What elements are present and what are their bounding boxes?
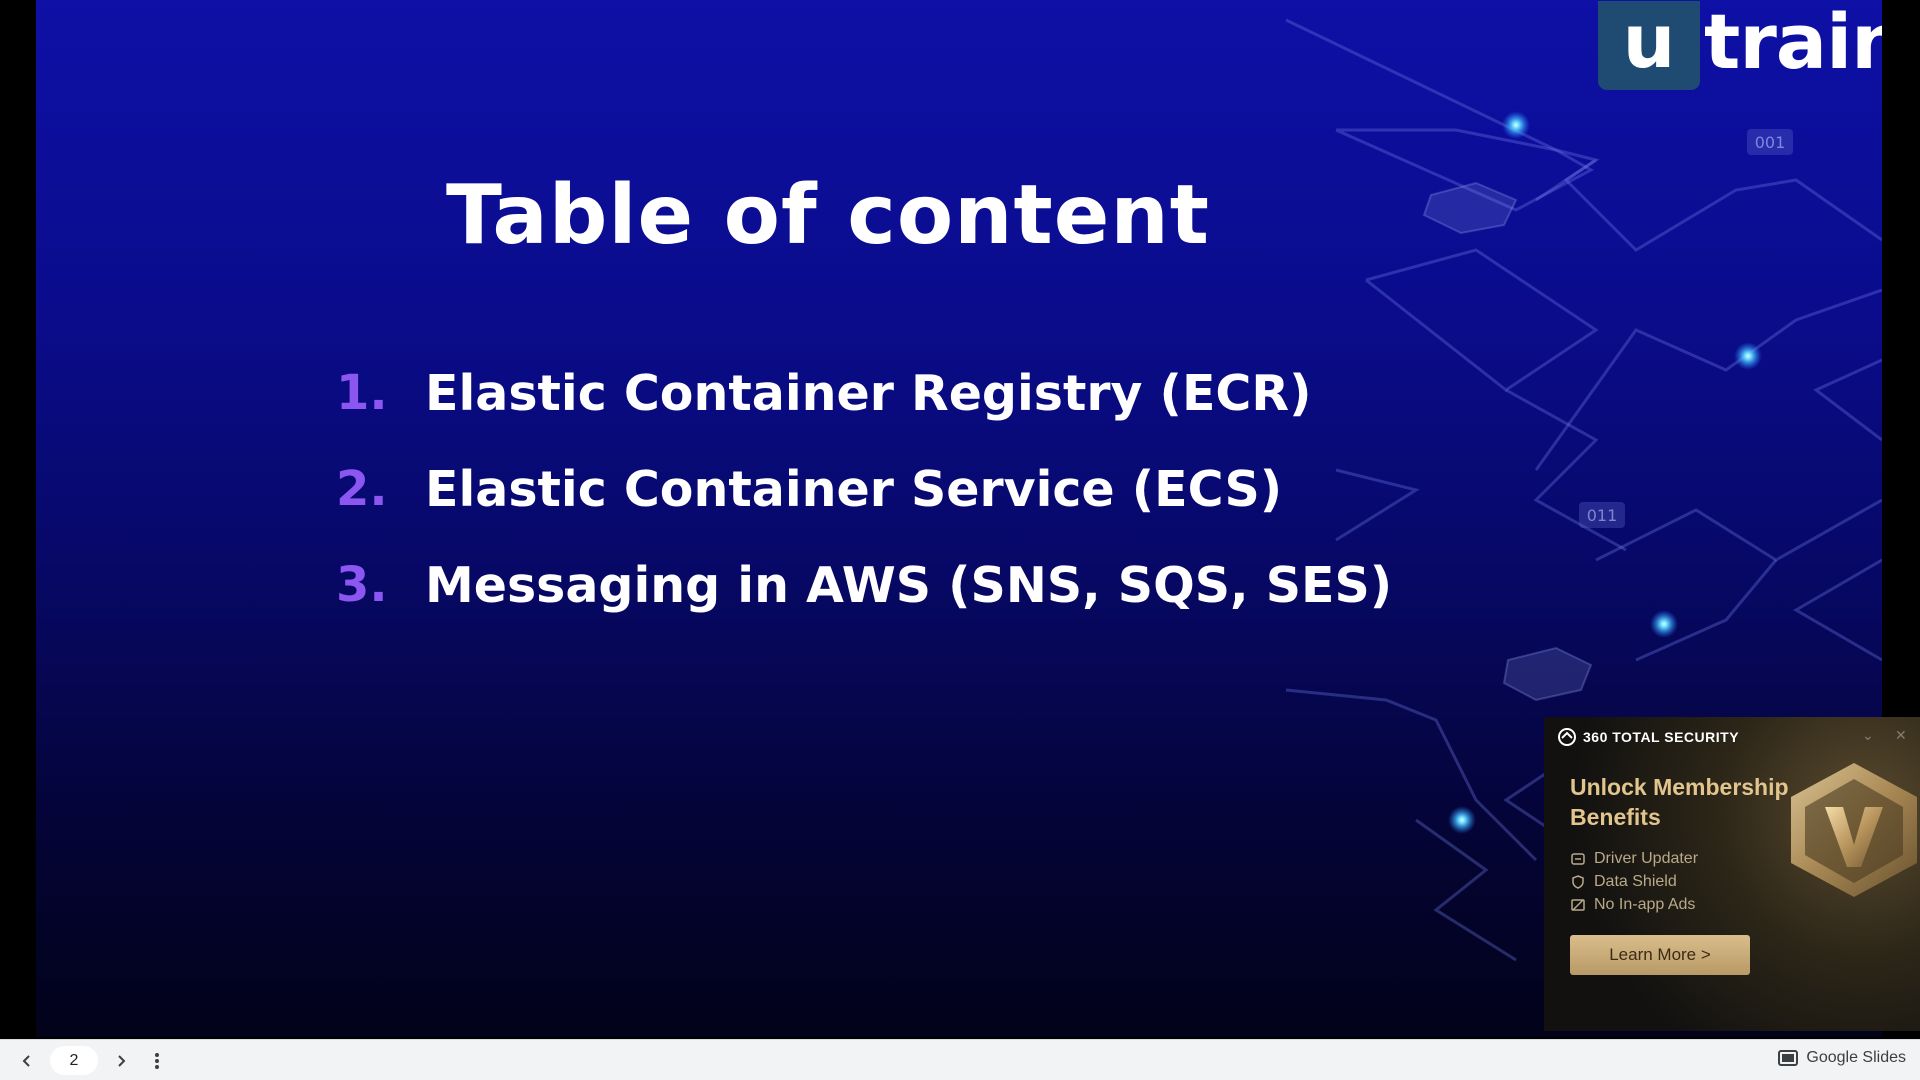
item-number: 2.: [336, 461, 388, 517]
ad-feature-label: No In-app Ads: [1594, 895, 1696, 913]
slides-icon: [1778, 1050, 1799, 1066]
item-number: 1.: [336, 365, 388, 421]
ad-feature-list: Driver Updater Data Shield No In-app Ads: [1570, 847, 1698, 916]
list-item: Data Shield: [1570, 870, 1698, 893]
ad-headline: Unlock Membership Benefits: [1570, 774, 1789, 830]
next-slide-button[interactable]: [108, 1048, 134, 1074]
ad-brand-name: 360 TOTAL SECURITY: [1583, 729, 1740, 745]
chevron-left-icon: [22, 1055, 30, 1067]
options-menu-button[interactable]: [144, 1048, 170, 1074]
no-ads-icon: [1571, 898, 1585, 911]
security-logo-icon: [1558, 728, 1576, 746]
list-item: 3. Messaging in AWS (SNS, SQS, SES): [336, 537, 1392, 633]
google-slides-link[interactable]: Google Slides: [1778, 1049, 1906, 1067]
close-icon[interactable]: ✕: [1895, 727, 1907, 743]
google-slides-label: Google Slides: [1806, 1049, 1906, 1066]
item-text: Elastic Container Service (ECS): [425, 460, 1283, 518]
logo-wordmark: train: [1704, 0, 1882, 86]
item-text: Elastic Container Registry (ECR): [425, 364, 1312, 422]
chevron-down-icon[interactable]: ⌄: [1862, 727, 1874, 743]
ad-feature-label: Data Shield: [1594, 872, 1677, 890]
logo-box-letter: u: [1598, 0, 1700, 90]
ad-brand: 360 TOTAL SECURITY: [1557, 727, 1739, 747]
decorative-tag-011: 011: [1579, 502, 1625, 528]
slide-title: Table of content: [446, 168, 1210, 263]
previous-slide-button[interactable]: [14, 1048, 40, 1074]
decorative-tag-001: 001: [1747, 129, 1793, 155]
shield-icon: [1572, 874, 1584, 889]
more-vert-icon: [155, 1053, 159, 1069]
learn-more-button[interactable]: Learn More >: [1570, 935, 1750, 975]
list-item: No In-app Ads: [1570, 893, 1698, 916]
network-background-decoration: [1285, 18, 1882, 962]
chevron-right-icon: [118, 1055, 126, 1067]
page-number-field[interactable]: 2: [50, 1046, 98, 1075]
list-item: Driver Updater: [1570, 847, 1698, 870]
list-item: 1. Elastic Container Registry (ECR): [336, 345, 1392, 441]
slides-player-toolbar: 2 Google Slides: [0, 1039, 1920, 1080]
slide: 001 011 u train Table of content 1. Elas…: [36, 0, 1882, 1037]
utrain-logo: u train: [1598, 0, 1882, 90]
driver-icon: [1571, 852, 1585, 865]
item-number: 3.: [336, 557, 388, 613]
ad-feature-label: Driver Updater: [1594, 849, 1699, 867]
item-text: Messaging in AWS (SNS, SQS, SES): [425, 556, 1393, 614]
v-badge-icon: [1791, 763, 1917, 897]
security-ad-popup[interactable]: 360 TOTAL SECURITY ⌄ ✕ Unlock Membership…: [1544, 717, 1920, 1031]
table-of-contents-list: 1. Elastic Container Registry (ECR) 2. E…: [336, 345, 1392, 633]
list-item: 2. Elastic Container Service (ECS): [336, 441, 1392, 537]
